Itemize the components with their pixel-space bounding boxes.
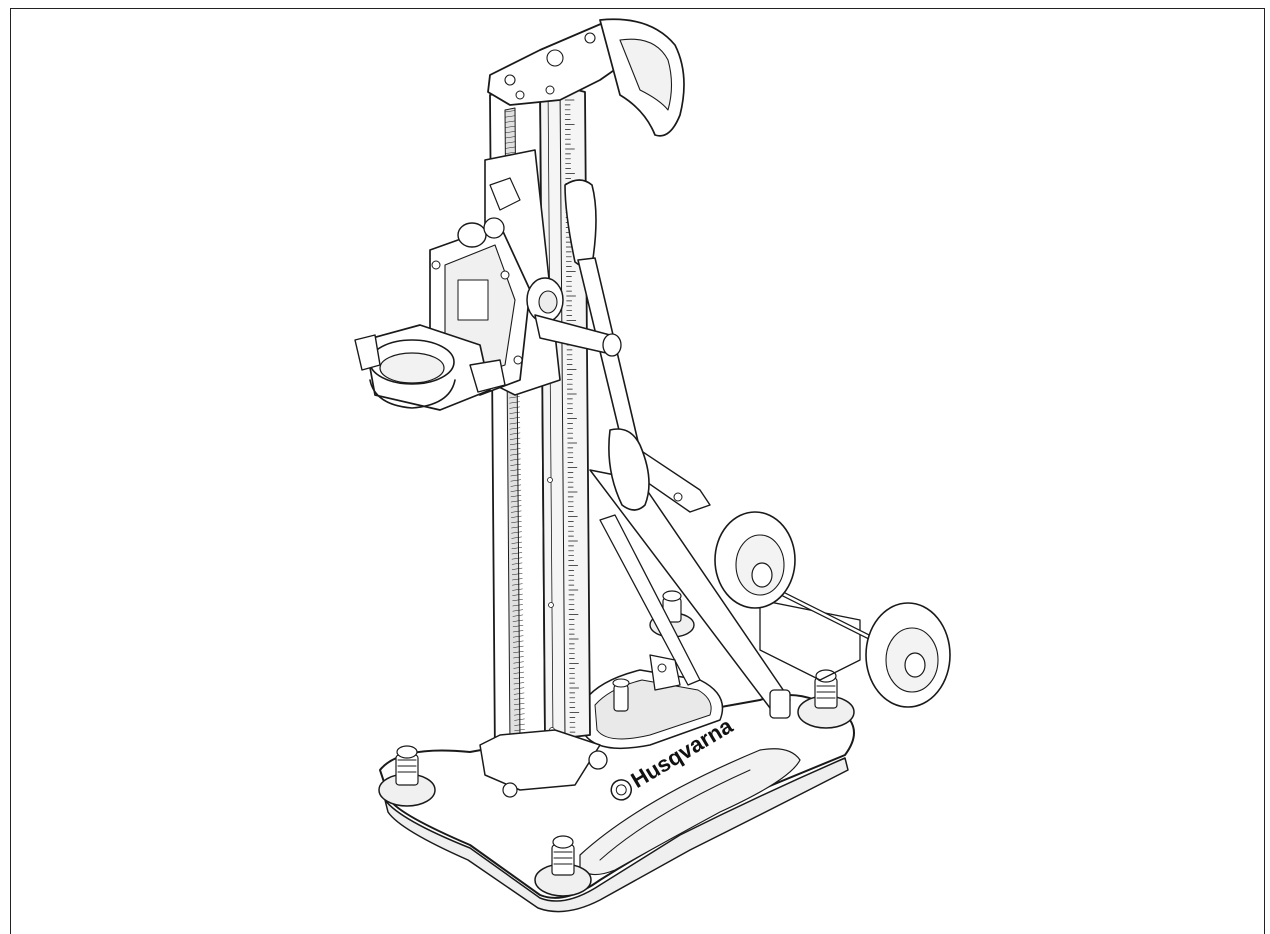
top-cap-handle — [487, 18, 685, 137]
base-plate — [379, 669, 855, 913]
wheel-kit — [714, 511, 951, 708]
drill-clamp-ring — [354, 324, 506, 411]
levelling-foot-front-left — [378, 745, 436, 807]
levelling-foot-rear-right — [797, 669, 855, 729]
vacuum-valve — [612, 654, 681, 712]
feed-lever — [534, 179, 650, 511]
levelling-foot-front-right — [534, 835, 592, 897]
figure-frame — [10, 8, 1265, 934]
